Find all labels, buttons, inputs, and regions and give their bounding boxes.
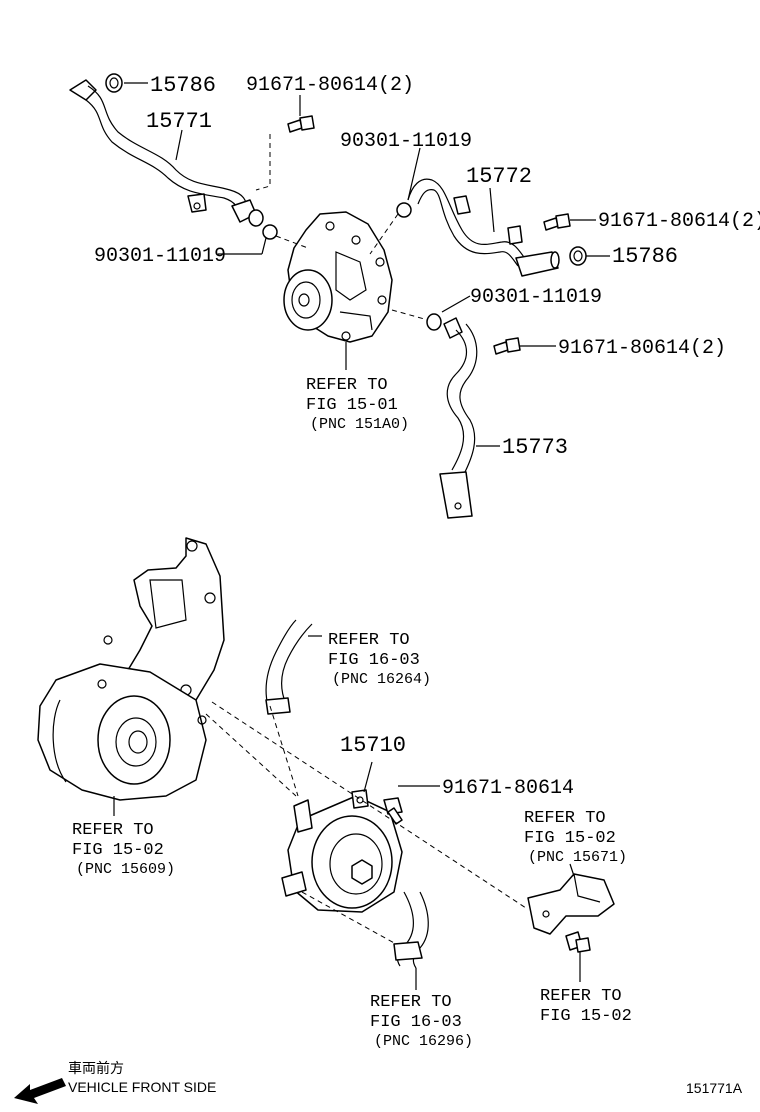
svg-text:FIG 15-01: FIG 15-01 [306,396,398,415]
svg-text:FIG 16-03: FIG 16-03 [370,1013,462,1032]
svg-text:(PNC 16264): (PNC 16264) [332,671,431,688]
svg-text:REFER TO: REFER TO [328,631,410,650]
hose-16264[interactable] [265,619,313,715]
svg-text:(PNC 151A0): (PNC 151A0) [310,416,409,433]
ref-hose-top: REFER TO FIG 16-03 (PNC 16264) [328,631,431,688]
label-91671-right2: 91671-80614(2) [558,337,726,360]
label-90301-left: 90301-11019 [94,245,226,268]
label-15710: 15710 [340,733,406,758]
water-pump[interactable] [283,211,393,343]
svg-text:REFER TO: REFER TO [72,821,154,840]
label-15773: 15773 [502,435,568,460]
bolt-91671-single[interactable] [383,797,403,825]
vehicle-front-jp: 車両前方 [68,1060,124,1076]
svg-text:(PNC 15671): (PNC 15671) [528,849,627,866]
label-91671-right1: 91671-80614(2) [598,210,760,233]
gasket-15786-right[interactable] [569,246,587,266]
label-15786-top: 15786 [150,73,216,98]
svg-text:FIG 15-02: FIG 15-02 [72,841,164,860]
oring-90301-right[interactable] [426,313,442,331]
ref-bolt-bottom: REFER TO FIG 15-02 [540,987,632,1026]
pipe-15771[interactable] [69,79,257,223]
label-90301-right: 90301-11019 [470,286,602,309]
oring-90301-left[interactable] [248,209,278,240]
svg-text:REFER TO: REFER TO [306,376,388,395]
svg-text:FIG 16-03: FIG 16-03 [328,651,420,670]
label-91671-single: 91671-80614 [442,777,574,800]
label-91671-top: 91671-80614(2) [246,74,414,97]
hose-16296[interactable] [393,891,429,969]
svg-text:(PNC 15609): (PNC 15609) [76,861,175,878]
svg-text:REFER TO: REFER TO [524,809,606,828]
bracket-15671[interactable] [527,873,615,935]
alternator-bracket[interactable] [37,537,225,801]
gasket-15786-top[interactable] [105,73,123,93]
oring-90301-mid[interactable] [396,202,412,218]
bolt-91671-right2[interactable] [493,337,521,355]
pipe-15773[interactable] [439,317,478,519]
svg-text:REFER TO: REFER TO [370,993,452,1012]
bolt-91671-right1[interactable] [543,213,571,231]
label-90301-mid: 90301-11019 [340,130,472,153]
dashed-connectors-bottom [205,701,527,945]
ref-bracket: REFER TO FIG 15-02 (PNC 15671) [524,809,627,866]
figure-code: 151771A [686,1080,743,1096]
svg-text:REFER TO: REFER TO [540,987,622,1006]
dashed-connectors-top [255,134,429,321]
label-15772: 15772 [466,164,532,189]
label-15771: 15771 [146,109,212,134]
svg-text:FIG 15-02: FIG 15-02 [524,829,616,848]
oil-cooler-15710[interactable] [281,789,403,913]
bolt-91671-top[interactable] [287,115,315,133]
vehicle-front-side: VEHICLE FRONT SIDE [68,1079,216,1095]
ref-hose-bottom: REFER TO FIG 16-03 (PNC 16296) [370,993,473,1050]
svg-text:FIG 15-02: FIG 15-02 [540,1007,632,1026]
ref-alternator: REFER TO FIG 15-02 (PNC 15609) [72,821,175,878]
pipe-15772[interactable] [407,178,560,277]
svg-text:(PNC 16296): (PNC 16296) [374,1033,473,1050]
ref-pump: REFER TO FIG 15-01 (PNC 151A0) [306,376,409,433]
label-15786-right: 15786 [612,244,678,269]
left-down-arrow-icon [14,1078,66,1104]
bolt-bracket[interactable] [565,931,591,953]
leader-lines [113,82,610,990]
